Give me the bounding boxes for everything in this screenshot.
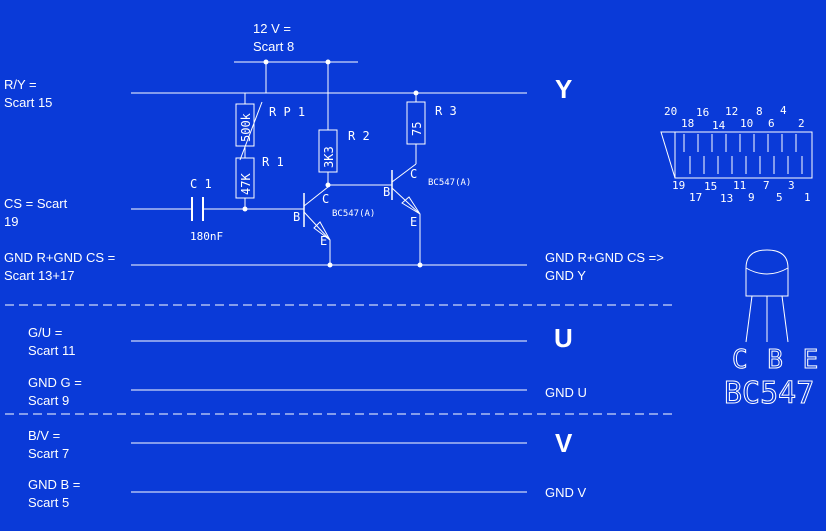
gnd-v-label: GND V	[545, 485, 587, 500]
t2-base-label: B	[383, 185, 390, 199]
pinout-letters: C B E	[732, 345, 820, 375]
scart-pin: 16	[696, 106, 709, 119]
scart-pin: 9	[748, 191, 755, 204]
ry-label: R/Y = Scart 15	[4, 76, 52, 112]
r3-label: R 3	[435, 104, 457, 118]
scart-pins-top	[683, 134, 797, 152]
cs-label-line2: 19	[4, 214, 19, 229]
r2-label: R 2	[348, 129, 370, 143]
gnd-in-label: GND R+GND CS = Scart 13+17	[4, 249, 115, 285]
scart-pin: 13	[720, 192, 733, 205]
rp1-value: 500k	[239, 112, 253, 142]
t1-emitter-arrow	[313, 221, 331, 241]
supply-label: 12 V = Scart 8	[253, 20, 294, 56]
scart-pin: 15	[704, 180, 717, 193]
cs-label-line1: CS = Scart	[4, 196, 68, 211]
scart-pin: 10	[740, 117, 753, 130]
scart-pin: 2	[798, 117, 805, 130]
t1-emitter-label: E	[320, 234, 327, 248]
c1-value: 180nF	[190, 230, 223, 243]
cs-label: CS = Scart 19	[4, 195, 67, 231]
c1-label: C 1	[190, 177, 212, 191]
transistor-package-icon	[745, 249, 789, 343]
output-y: Y	[555, 74, 573, 104]
scart-pins-bottom	[689, 156, 803, 174]
bv-label-line1: B/V =	[28, 428, 61, 443]
scart-pin: 4	[780, 104, 787, 117]
scart-pin: 6	[768, 117, 775, 130]
scart-pin: 20	[664, 105, 677, 118]
pinout-name: BC547	[724, 376, 814, 411]
gnd-out-label: GND R+GND CS => GND Y	[545, 249, 664, 285]
scart-pin: 18	[681, 117, 694, 130]
t2-emitter-label: E	[410, 215, 417, 229]
scart-connector	[660, 131, 813, 179]
r3-value: 75	[410, 122, 424, 136]
gnd-in-label-line2: Scart 13+17	[4, 268, 75, 283]
t1-base-label: B	[293, 210, 300, 224]
gnd-b-label: GND B = Scart 5	[28, 476, 80, 512]
gnd-g-label-line1: GND G =	[28, 375, 82, 390]
ry-label-line1: R/Y =	[4, 77, 37, 92]
gu-label: G/U = Scart 11	[28, 324, 75, 360]
t2-emitter-arrow	[401, 196, 421, 215]
r1-label: R 1	[262, 155, 284, 169]
scart-pin: 7	[763, 179, 770, 192]
r1-value: 47K	[239, 173, 253, 195]
scart-pin: 8	[756, 105, 763, 118]
t1-collector-label: C	[322, 192, 329, 206]
rp1-label: R P 1	[269, 105, 305, 119]
bv-label-line2: Scart 7	[28, 446, 70, 461]
r2-value: 3K3	[322, 146, 336, 168]
gu-label-line2: Scart 11	[28, 343, 76, 358]
scart-pin: 5	[776, 191, 783, 204]
gnd-u-label: GND U	[545, 385, 587, 400]
output-u: U	[554, 323, 573, 353]
supply-label-line1: 12 V =	[253, 21, 291, 36]
scart-pin: 19	[672, 179, 685, 192]
t2-type: BC547(A)	[428, 178, 471, 188]
ry-label-line2: Scart 15	[4, 95, 53, 110]
output-v: V	[555, 428, 573, 458]
scart-pin: 11	[733, 179, 746, 192]
scart-pin: 3	[788, 179, 795, 192]
rp1-wiper	[239, 101, 263, 161]
t1-type: BC547(A)	[332, 209, 375, 219]
t2-collector-label: C	[410, 167, 417, 181]
junction-dots	[242, 59, 423, 268]
gnd-b-label-line1: GND B =	[28, 477, 81, 492]
scart-pin: 17	[689, 191, 702, 204]
gnd-out-label-line2: GND Y	[545, 268, 586, 283]
gnd-out-label-line1: GND R+GND CS =>	[545, 250, 664, 265]
gnd-b-label-line2: Scart 5	[28, 495, 70, 510]
scart-pin: 14	[712, 119, 726, 132]
gnd-g-label-line2: Scart 9	[28, 393, 70, 408]
gu-label-line1: G/U =	[28, 325, 63, 340]
scart-pin: 1	[804, 191, 811, 204]
bv-label: B/V = Scart 7	[28, 427, 69, 463]
supply-label-line2: Scart 8	[253, 39, 295, 54]
scart-pin: 12	[725, 105, 738, 118]
gnd-in-label-line1: GND R+GND CS =	[4, 250, 116, 265]
gnd-g-label: GND G = Scart 9	[28, 374, 82, 410]
